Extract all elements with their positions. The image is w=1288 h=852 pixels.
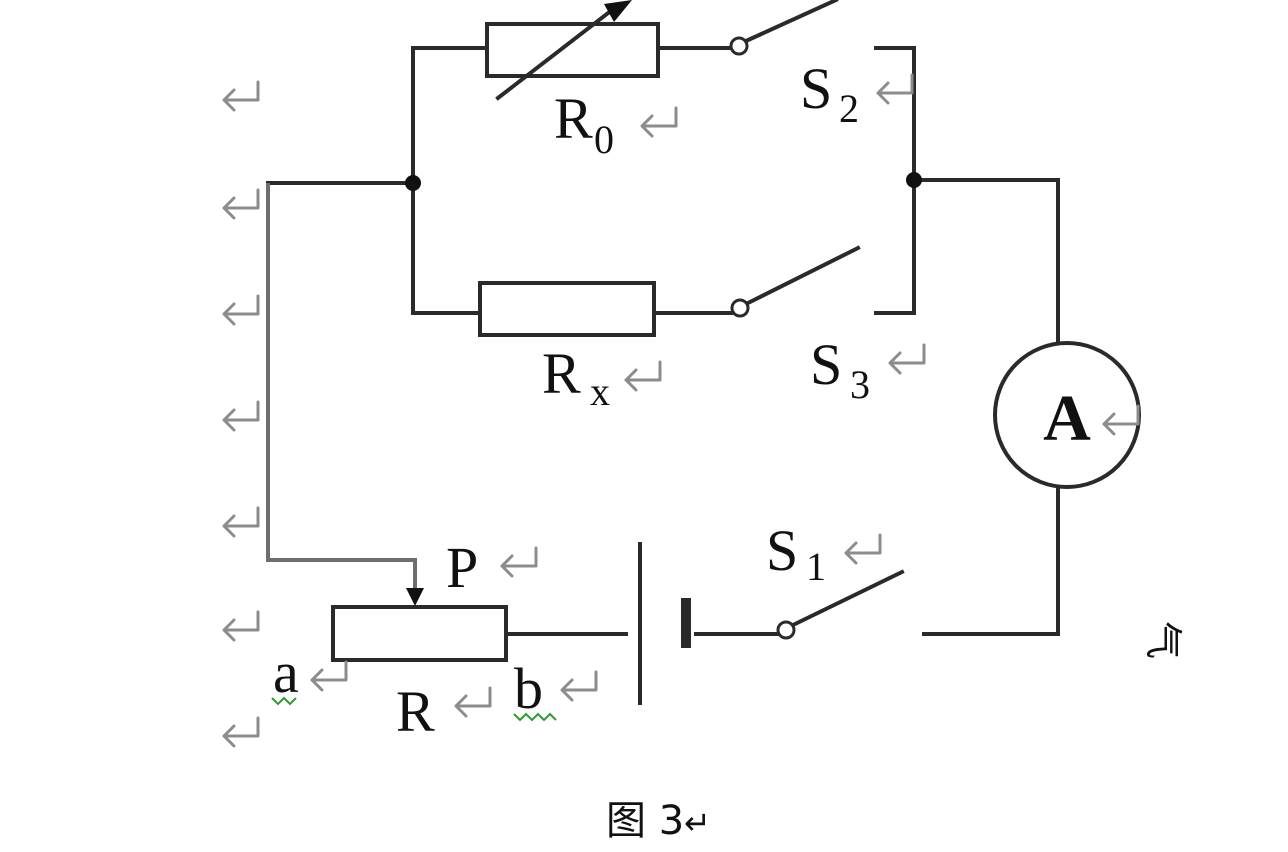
left-junction-dot: [405, 175, 421, 191]
return-mark-icon: [888, 343, 926, 375]
return-marks: [222, 73, 1140, 748]
label-s3: S 3: [810, 332, 870, 407]
wires: [266, 46, 1060, 636]
ammeter-label: A: [1043, 382, 1091, 455]
label-rx: R x: [542, 341, 610, 414]
svg-text:1: 1: [806, 544, 826, 589]
svg-text:R: R: [554, 86, 593, 151]
return-mark-icon: [640, 106, 678, 138]
return-mark-icon: [222, 188, 260, 220]
caption-return-mark: ↵: [684, 804, 711, 842]
svg-text:2: 2: [839, 86, 859, 131]
switch-s3: [730, 245, 861, 318]
svg-text:x: x: [590, 369, 610, 414]
rheostat: [331, 588, 508, 662]
spellcheck-squiggle-b: [513, 712, 557, 722]
slider-arrow-head: [406, 588, 424, 606]
variable-arrow-head: [604, 0, 632, 22]
svg-text:3: 3: [850, 362, 870, 407]
slider-wire: [266, 183, 417, 592]
return-mark-icon: [222, 716, 260, 748]
label-s2: S 2: [800, 56, 859, 131]
figure-caption: 图 3: [606, 798, 684, 844]
svg-text:0: 0: [594, 117, 614, 162]
return-mark-icon: [500, 546, 538, 578]
return-mark-icon: [310, 660, 348, 692]
return-mark-icon: [222, 80, 260, 112]
r0-variable-resistor: [485, 0, 660, 101]
side-fragment-text: 气: [1141, 621, 1185, 659]
right-junction-dot: [906, 172, 922, 188]
svg-text:R: R: [542, 341, 581, 406]
variable-arrow-shaft: [495, 7, 615, 101]
svg-text:S: S: [800, 56, 832, 121]
label-rheostat-r: R: [396, 679, 435, 744]
rx-resistor: [478, 281, 656, 337]
return-mark-icon: [1102, 404, 1140, 436]
label-slider-p: P: [446, 535, 478, 600]
return-mark-icon: [222, 610, 260, 642]
label-end-a: a: [273, 640, 299, 705]
ammeter: A: [993, 341, 1141, 489]
return-mark-icon: [222, 400, 260, 432]
svg-text:S: S: [766, 518, 798, 583]
return-mark-icon: [876, 73, 914, 105]
return-mark-icon: [624, 360, 662, 392]
label-end-b: b: [514, 656, 543, 721]
return-mark-icon: [844, 533, 882, 565]
switch-s1: [776, 569, 905, 640]
label-r0: R 0: [554, 86, 614, 162]
label-s1: S 1: [766, 518, 826, 589]
return-mark-icon: [222, 294, 260, 326]
return-mark-icon: [222, 506, 260, 538]
spellcheck-squiggle-a: [271, 696, 297, 706]
return-mark-icon: [454, 686, 492, 718]
battery: [638, 542, 691, 705]
return-mark-icon: [560, 670, 598, 702]
svg-text:S: S: [810, 332, 842, 397]
switch-s2: [729, 0, 839, 56]
